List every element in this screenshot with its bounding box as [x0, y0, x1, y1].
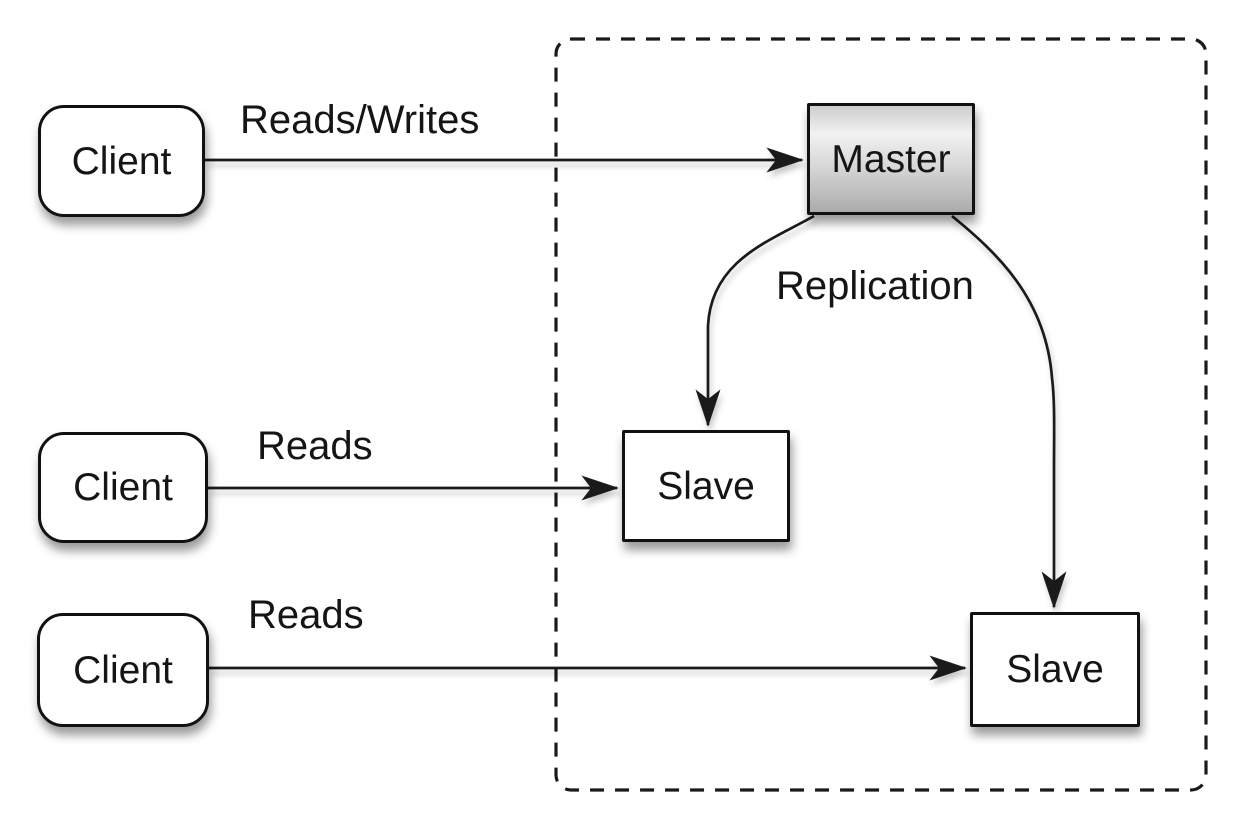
edge-label-reads-writes: Reads/Writes	[240, 98, 480, 142]
cluster-boundary	[554, 37, 1208, 792]
edge-label-replication: Replication	[776, 264, 974, 308]
node-slave-2: Slave	[970, 612, 1140, 727]
node-client-1-label: Client	[71, 139, 172, 183]
node-client-3: Client	[37, 613, 209, 727]
node-client-3-label: Client	[73, 648, 173, 692]
edge-label-reads-1: Reads	[257, 424, 373, 468]
node-slave-2-label: Slave	[1006, 648, 1104, 691]
edge-label-reads-2: Reads	[248, 593, 364, 637]
edge-master-to-slave1	[695, 214, 815, 427]
node-slave-1-label: Slave	[657, 464, 755, 508]
edge-master-to-slave2	[951, 214, 1067, 609]
node-client-1: Client	[38, 105, 205, 217]
node-master-label: Master	[831, 137, 951, 181]
node-master: Master	[807, 103, 975, 215]
node-client-2: Client	[38, 432, 208, 543]
node-slave-1: Slave	[622, 430, 790, 542]
node-client-2-label: Client	[73, 466, 173, 509]
